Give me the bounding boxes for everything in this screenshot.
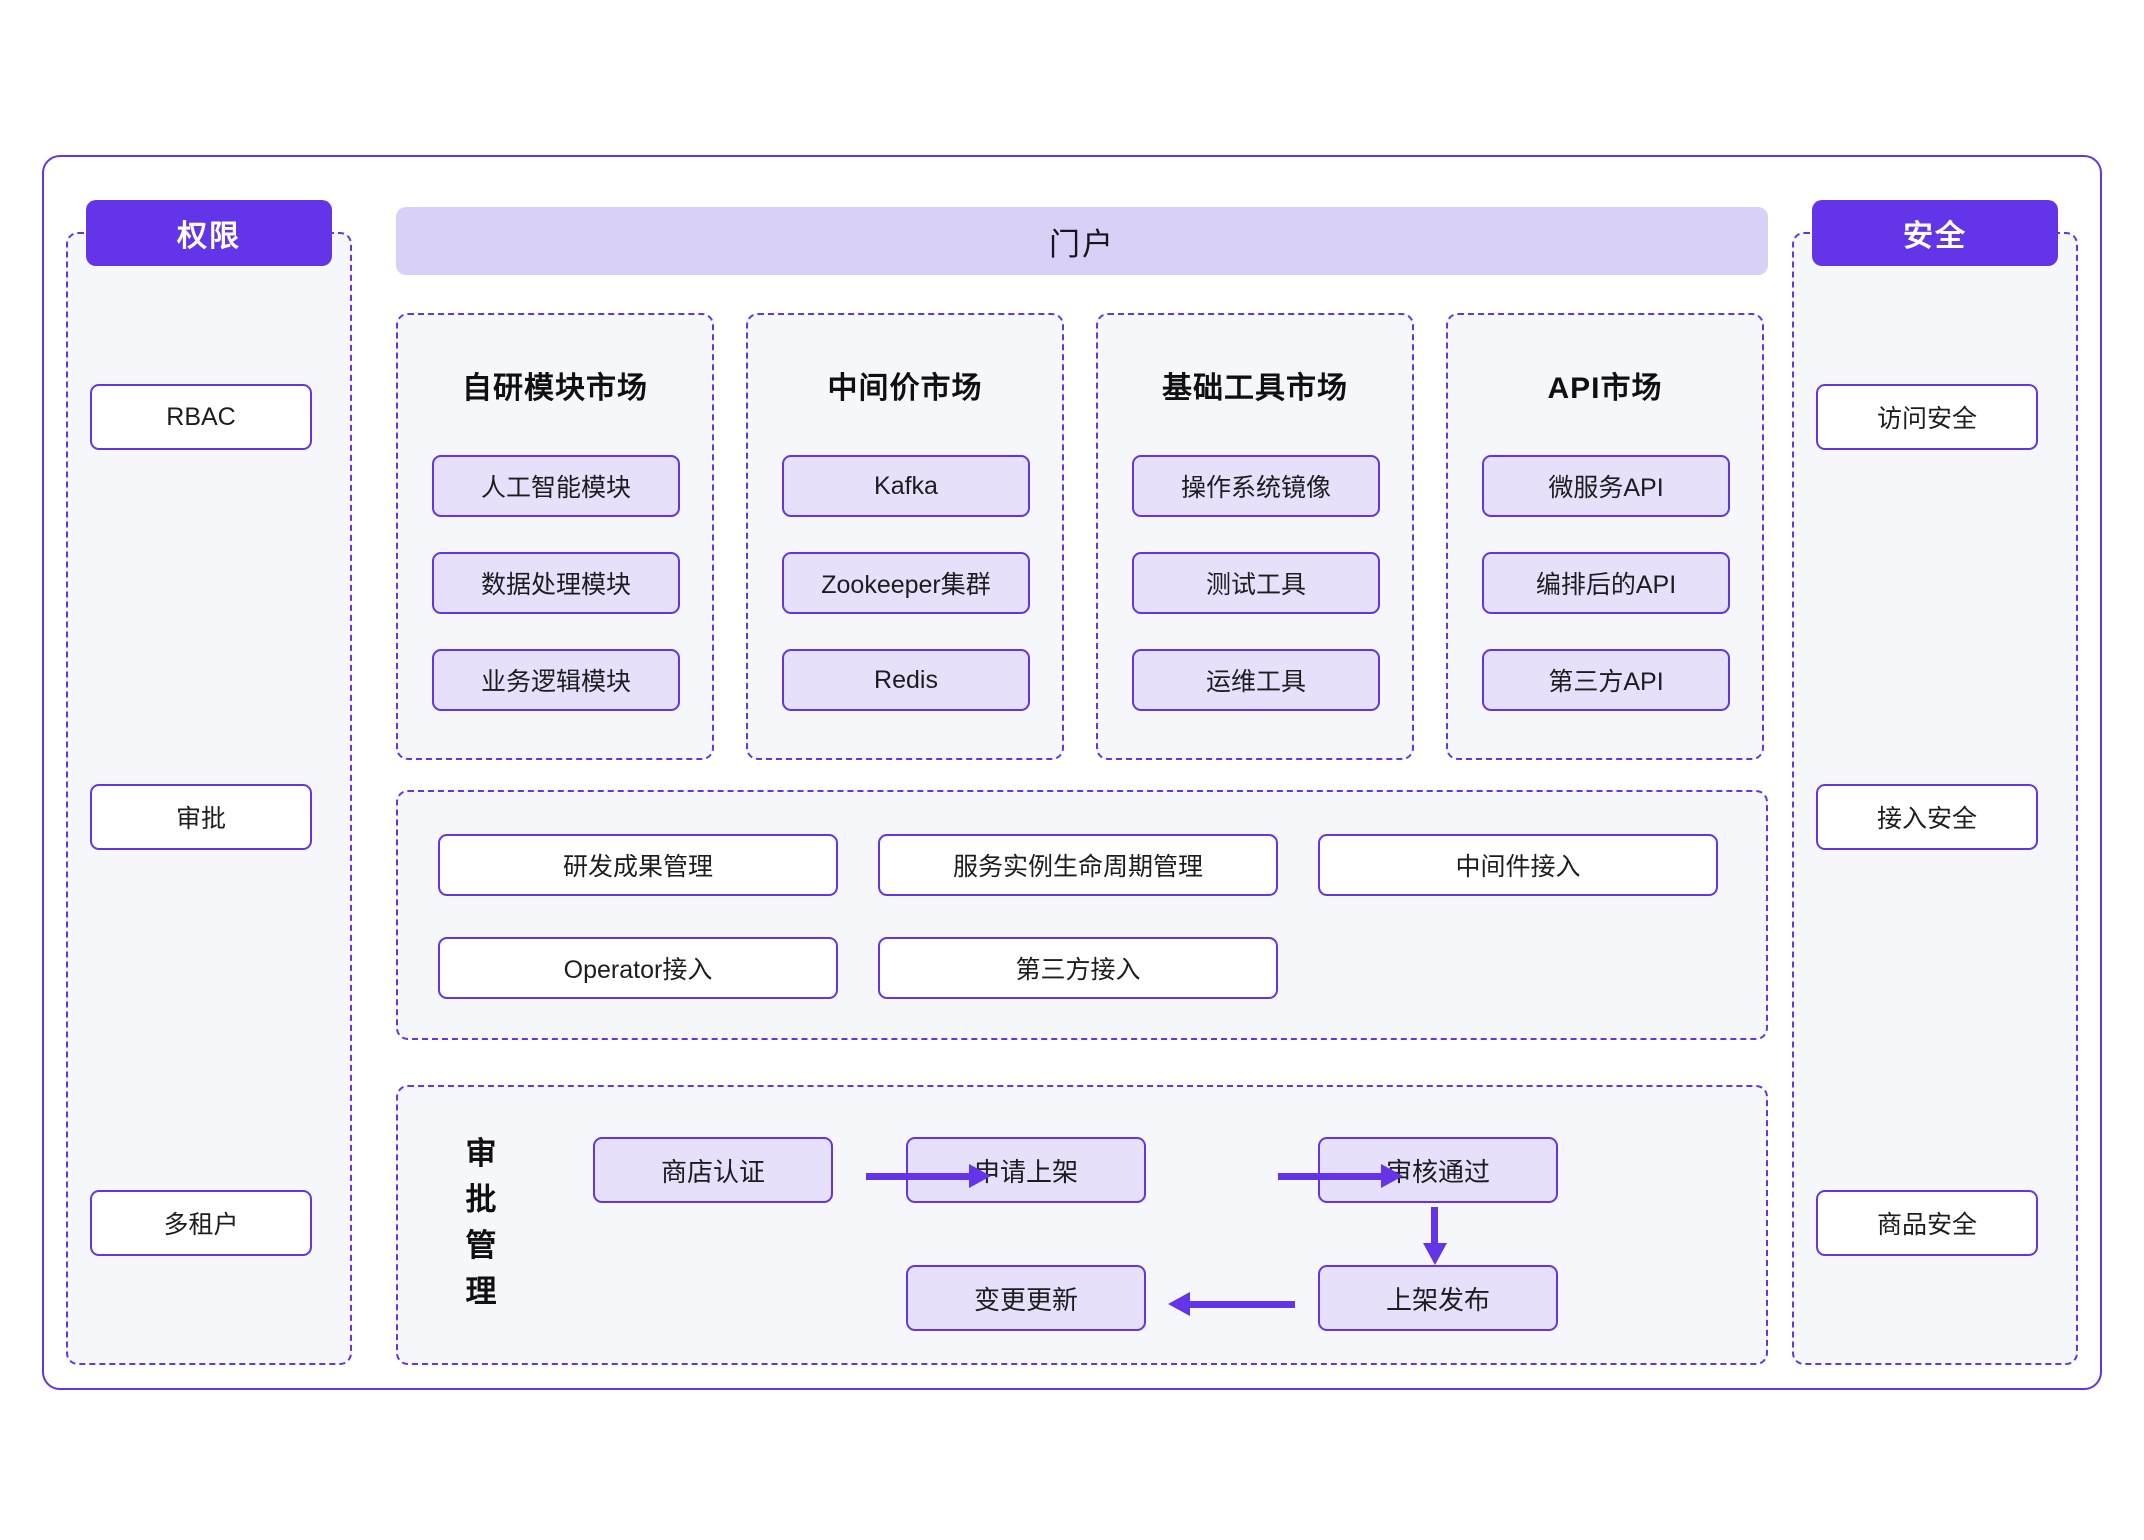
market-item[interactable]: 业务逻辑模块 [432,649,680,711]
market-item[interactable]: 测试工具 [1132,552,1380,614]
capability-item[interactable]: 服务实例生命周期管理 [878,834,1278,896]
market-column-base-tools: 基础工具市场 操作系统镜像 测试工具 运维工具 [1096,313,1414,760]
flow-node-store-certification[interactable]: 商店认证 [593,1137,833,1203]
arrow-head [1423,1243,1447,1265]
market-item[interactable]: 微服务API [1482,455,1730,517]
arrow-line [1190,1301,1295,1308]
arrow-head [969,1164,991,1188]
market-item[interactable]: 操作系统镜像 [1132,455,1380,517]
approval-label-char: 审 [465,1136,497,1171]
permission-header-badge: 权限 [86,200,332,266]
market-column-api: API市场 微服务API 编排后的API 第三方API [1446,313,1764,760]
arrow-line [1278,1173,1383,1180]
market-item[interactable]: 人工智能模块 [432,455,680,517]
market-title: 基础工具市场 [1162,372,1348,405]
security-column: 访问安全 接入安全 商品安全 [1792,232,2078,1365]
permission-column: RBAC 审批 多租户 [66,232,352,1365]
market-title: API市场 [1547,372,1663,405]
capability-item[interactable]: 中间件接入 [1318,834,1718,896]
market-item[interactable]: Zookeeper集群 [782,552,1030,614]
capability-item[interactable]: 第三方接入 [878,937,1278,999]
portal-bar[interactable]: 门户 [396,207,1768,275]
arrow-head [1381,1164,1403,1188]
market-item[interactable]: 数据处理模块 [432,552,680,614]
approval-label-char: 管 [465,1228,497,1263]
security-item-ingress[interactable]: 接入安全 [1816,784,2038,850]
flow-node-change-update[interactable]: 变更更新 [906,1265,1146,1331]
market-item[interactable]: Redis [782,649,1030,711]
flow-node-publish-listing[interactable]: 上架发布 [1318,1265,1558,1331]
market-column-middleware: 中间价市场 Kafka Zookeeper集群 Redis [746,313,1064,760]
market-item[interactable]: 第三方API [1482,649,1730,711]
arrow-line [1431,1207,1438,1245]
permission-item-rbac[interactable]: RBAC [90,384,312,450]
permission-item-multitenant[interactable]: 多租户 [90,1190,312,1256]
market-item[interactable]: Kafka [782,455,1030,517]
security-item-product[interactable]: 商品安全 [1816,1190,2038,1256]
capabilities-panel: 研发成果管理 服务实例生命周期管理 中间件接入 Operator接入 第三方接入 [396,790,1768,1040]
security-header-badge: 安全 [1812,200,2058,266]
arrow-head [1168,1292,1190,1316]
capability-item[interactable]: 研发成果管理 [438,834,838,896]
market-title: 中间价市场 [827,372,983,405]
flow-node-review-approved[interactable]: 审核通过 [1318,1137,1558,1203]
market-title: 自研模块市场 [462,372,648,405]
market-column-self-developed: 自研模块市场 人工智能模块 数据处理模块 业务逻辑模块 [396,313,714,760]
approval-label-char: 批 [465,1182,497,1217]
security-item-access[interactable]: 访问安全 [1816,384,2038,450]
approval-label-char: 理 [465,1274,497,1309]
approval-workflow-panel: 审 批 管 理 商店认证 申请上架 审核通过 上架发布 变更更新 [396,1085,1768,1365]
market-item[interactable]: 编排后的API [1482,552,1730,614]
approval-management-label: 审 批 管 理 [458,1131,504,1315]
capability-item[interactable]: Operator接入 [438,937,838,999]
market-item[interactable]: 运维工具 [1132,649,1380,711]
permission-item-approval[interactable]: 审批 [90,784,312,850]
arrow-line [866,1173,971,1180]
flow-node-apply-listing[interactable]: 申请上架 [906,1137,1146,1203]
markets-row: 自研模块市场 人工智能模块 数据处理模块 业务逻辑模块 中间价市场 Kafka … [396,313,1768,760]
